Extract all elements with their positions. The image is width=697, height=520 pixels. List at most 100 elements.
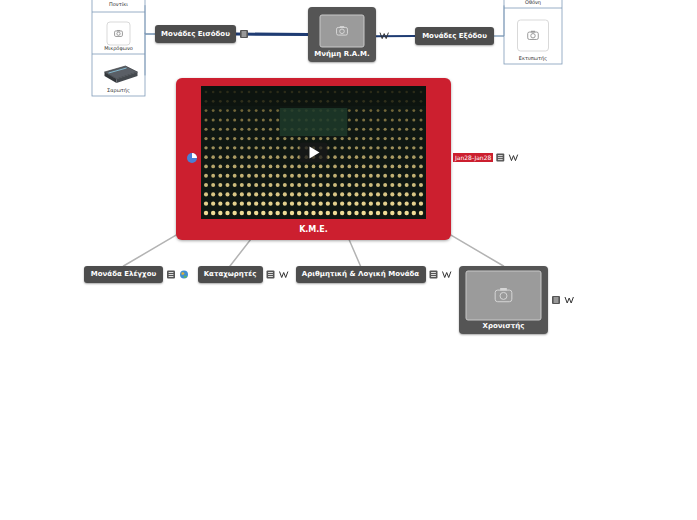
topic-label: Καταχωρητές <box>204 270 257 278</box>
cpu-pin <box>204 165 208 169</box>
play-button <box>300 143 328 163</box>
cpu-pin <box>419 192 423 196</box>
cpu-pin <box>204 211 208 215</box>
note-icon <box>242 34 247 35</box>
cpu-pin <box>261 165 265 169</box>
connector <box>230 240 250 266</box>
cpu-pin <box>347 211 351 215</box>
cpu-pin <box>240 192 244 196</box>
cpu-pin <box>398 146 401 149</box>
cpu-pin <box>369 192 373 196</box>
cpu-pin <box>204 146 207 149</box>
cpu-pin <box>340 146 343 149</box>
cpu-pin <box>326 174 330 178</box>
cpu-pin <box>233 174 237 178</box>
topic-label: Μονάδες Εισόδου <box>161 30 230 38</box>
note-icon <box>431 272 436 273</box>
cpu-pin <box>233 109 236 112</box>
cpu-pin <box>261 183 265 187</box>
cpu-pin <box>212 109 215 112</box>
image-tile <box>107 22 130 45</box>
cpu-pin <box>268 192 272 196</box>
progress-icon <box>192 153 197 158</box>
cpu-pin <box>262 118 265 121</box>
cpu-pin <box>419 155 423 159</box>
cpu-pin <box>218 174 222 178</box>
cpu-pin <box>276 109 279 112</box>
cpu-pin <box>283 137 286 140</box>
cpu-pin <box>376 165 380 169</box>
cpu-pin <box>211 192 215 196</box>
photo-placeholder <box>320 15 364 47</box>
note-icon <box>169 272 174 273</box>
topic-label: Μνήμη R.A.M. <box>314 50 369 58</box>
cpu-pin <box>290 137 293 140</box>
topic-box: Καταχωρητές <box>198 266 263 283</box>
cpu-pin <box>362 155 366 159</box>
note-icon <box>554 300 559 301</box>
cpu-pin <box>333 155 337 159</box>
cpu-pin <box>405 128 408 131</box>
cpu-pin <box>340 202 344 206</box>
cpu-pin <box>254 165 258 169</box>
topic-label: Εκτυπωτής <box>519 56 547 62</box>
cpu-pin <box>405 192 409 196</box>
date-tag: Jan28-Jan28 <box>453 153 493 162</box>
topic-label: Ποντίκι <box>109 2 128 8</box>
cpu-pin <box>369 109 372 112</box>
cpu-pin <box>412 174 416 178</box>
note-icon <box>242 36 247 37</box>
cpu-pin <box>369 211 373 215</box>
wiki-icon <box>280 272 288 278</box>
cpu-pin <box>376 211 380 215</box>
cpu-pin <box>348 109 351 112</box>
note-icon <box>431 274 436 275</box>
cpu-pin <box>204 183 208 187</box>
topic-box: Χρονιστής <box>459 266 548 334</box>
cpu-pin <box>219 146 222 149</box>
cpu-pin <box>283 192 287 196</box>
cpu-pin <box>304 211 308 215</box>
cpu-pin <box>255 118 258 121</box>
cpu-pin <box>219 109 222 112</box>
cpu-pin <box>240 146 243 149</box>
cpu-pin <box>255 137 258 140</box>
cpu-pin <box>369 146 372 149</box>
cpu-pin <box>384 118 387 121</box>
camera-icon <box>531 34 535 38</box>
cpu-pin <box>240 118 243 121</box>
camera-icon <box>500 292 507 299</box>
cpu-pin <box>362 192 366 196</box>
cpu-pin <box>276 183 280 187</box>
cpu-pin <box>412 165 416 169</box>
cpu-pin <box>269 137 272 140</box>
cpu-pin <box>204 137 207 140</box>
cpu-pin <box>333 174 337 178</box>
cpu-pin <box>262 128 265 131</box>
topic-label: Αριθμητική & Λογική Μονάδα <box>302 270 419 278</box>
connector <box>124 235 177 266</box>
cpu-pin <box>419 165 423 169</box>
note-icon <box>498 155 503 156</box>
camera-icon <box>340 29 345 34</box>
cpu-pin <box>398 165 402 169</box>
cpu-pin <box>384 137 387 140</box>
cpu-pin <box>419 174 423 178</box>
note-icon <box>240 30 248 38</box>
cpu-pin <box>369 118 372 121</box>
image-item: Εκτυπωτής <box>504 8 562 64</box>
cpu-pin <box>340 165 344 169</box>
cpu-pin <box>297 211 301 215</box>
cpu-pin <box>211 183 215 187</box>
cpu-pin <box>290 202 294 206</box>
cpu-pin <box>333 211 337 215</box>
cpu-shade <box>201 86 426 106</box>
cpu-pin <box>354 202 358 206</box>
cpu-pin <box>398 109 401 112</box>
cpu-pin <box>355 165 359 169</box>
note-icon <box>268 272 273 273</box>
cpu-pin <box>212 137 215 140</box>
cpu-pin <box>412 202 416 206</box>
cpu-pin <box>355 137 358 140</box>
cpu-pin <box>369 183 373 187</box>
